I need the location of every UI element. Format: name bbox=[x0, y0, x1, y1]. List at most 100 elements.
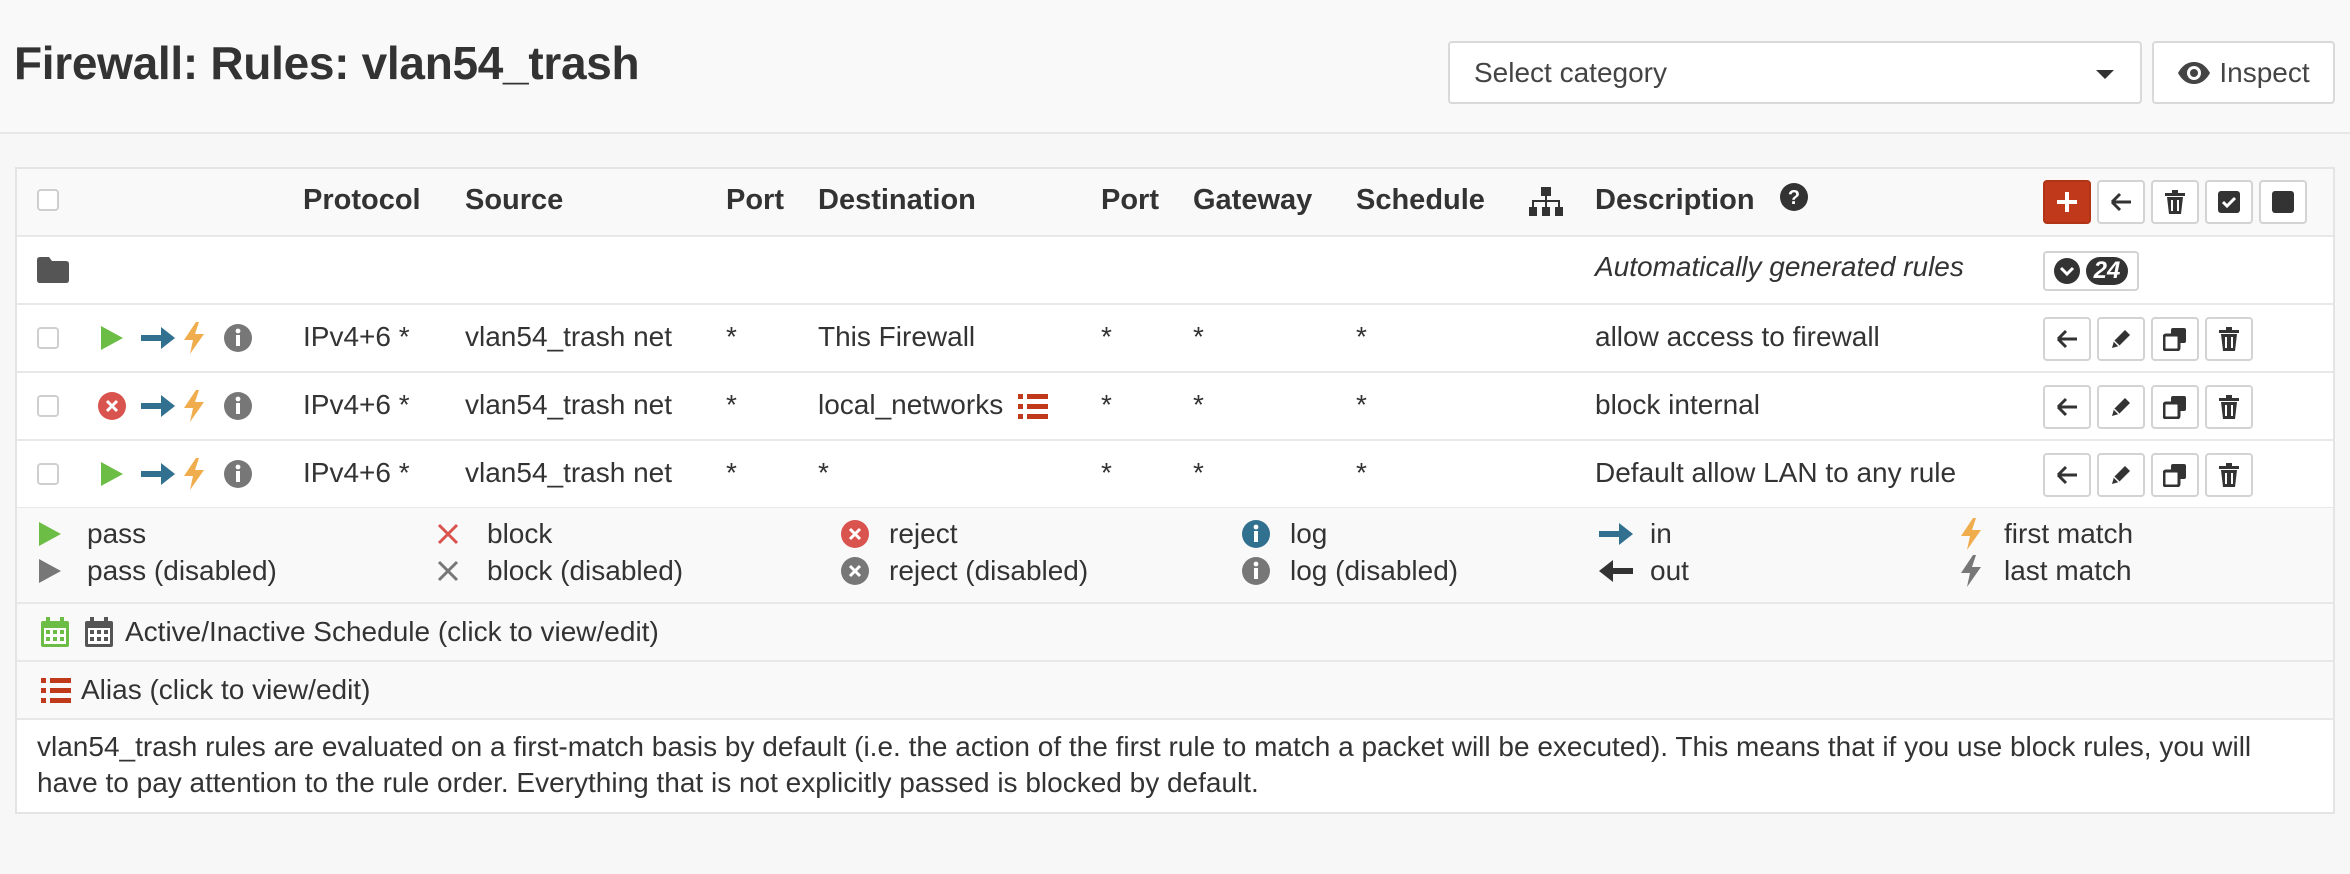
clone-rule-button[interactable] bbox=[2151, 453, 2199, 497]
play-disabled-icon bbox=[39, 559, 61, 583]
schedule-legend-text: Active/Inactive Schedule (click to view/… bbox=[125, 616, 659, 647]
legend-row: pass pass (disabled) block block (disabl… bbox=[17, 508, 2333, 604]
table-row: IPv4+6 *vlan54_trash net*local_networks*… bbox=[17, 373, 2333, 441]
edit-rule-button[interactable] bbox=[2097, 385, 2145, 429]
check-square-icon bbox=[2218, 191, 2240, 213]
rule-source-port: * bbox=[726, 457, 737, 488]
rule-description: block internal bbox=[1595, 389, 1760, 420]
times-icon bbox=[437, 523, 459, 545]
move-rule-button[interactable] bbox=[2043, 385, 2091, 429]
clone-icon bbox=[2163, 396, 2186, 419]
schedule-legend-row: Active/Inactive Schedule (click to view/… bbox=[17, 604, 2333, 662]
list-icon bbox=[41, 678, 71, 703]
log-disabled-icon bbox=[224, 324, 252, 352]
page-title: Firewall: Rules: vlan54_trash bbox=[14, 37, 640, 89]
col-schedule: Schedule bbox=[1356, 184, 1485, 216]
square-icon bbox=[2272, 191, 2294, 213]
folder-icon bbox=[37, 257, 69, 283]
calendar-inactive-icon bbox=[85, 617, 113, 647]
trash-icon bbox=[2219, 395, 2239, 419]
log-disabled-icon bbox=[224, 392, 252, 420]
edit-rule-button[interactable] bbox=[2097, 317, 2145, 361]
rule-select-checkbox[interactable] bbox=[37, 327, 59, 349]
rule-schedule: * bbox=[1356, 457, 1367, 488]
clone-icon bbox=[2163, 464, 2186, 487]
rule-destination: This Firewall bbox=[818, 321, 976, 352]
arrow-left-icon bbox=[2110, 192, 2131, 212]
col-port: Port bbox=[726, 184, 784, 216]
alias-legend-text: Alias (click to view/edit) bbox=[81, 674, 371, 705]
legend-pass: pass bbox=[87, 518, 147, 549]
trash-icon bbox=[2219, 463, 2239, 487]
table-row: IPv4+6 *vlan54_trash net*****Default all… bbox=[17, 441, 2333, 509]
pencil-icon bbox=[2112, 330, 2130, 348]
add-rule-button[interactable] bbox=[2043, 180, 2091, 224]
legend-out: out bbox=[1650, 555, 1689, 586]
rules-panel: Protocol Source Port Destination Port Ga… bbox=[15, 167, 2335, 814]
auto-rules-count: 24 bbox=[2085, 257, 2129, 285]
clone-rule-button[interactable] bbox=[2151, 317, 2199, 361]
chevron-down-icon bbox=[2053, 258, 2080, 284]
arrow-left-out-icon bbox=[1599, 560, 1633, 582]
trash-icon bbox=[2219, 327, 2239, 351]
rule-schedule: * bbox=[1356, 389, 1367, 420]
category-select[interactable]: Select category bbox=[1448, 41, 2142, 104]
expand-auto-rules-button[interactable]: 24 bbox=[2043, 251, 2139, 291]
delete-selected-button[interactable] bbox=[2151, 180, 2199, 224]
delete-rule-button[interactable] bbox=[2205, 317, 2253, 361]
log-disabled-icon bbox=[224, 460, 252, 488]
move-selected-button[interactable] bbox=[2097, 180, 2145, 224]
move-rule-button[interactable] bbox=[2043, 317, 2091, 361]
legend-reject-disabled: reject (disabled) bbox=[889, 555, 1089, 586]
rule-select-checkbox[interactable] bbox=[37, 463, 59, 485]
rule-description: allow access to firewall bbox=[1595, 321, 1880, 352]
delete-rule-button[interactable] bbox=[2205, 385, 2253, 429]
svg-text:?: ? bbox=[1788, 187, 1800, 209]
legend-first-match: first match bbox=[2004, 518, 2134, 549]
rule-select-checkbox[interactable] bbox=[37, 395, 59, 417]
arrow-left-icon bbox=[2056, 329, 2077, 349]
bolt-disabled-icon bbox=[1961, 555, 1981, 587]
first-match-bolt-icon bbox=[184, 458, 204, 490]
direction-in-icon bbox=[141, 327, 175, 349]
legend-log-disabled: log (disabled) bbox=[1290, 555, 1459, 586]
calendar-icon bbox=[41, 617, 69, 647]
edit-rule-button[interactable] bbox=[2097, 453, 2145, 497]
sitemap-icon bbox=[1529, 187, 1563, 216]
legend-log: log bbox=[1290, 518, 1328, 549]
play-icon bbox=[39, 522, 61, 546]
rule-source: vlan54_trash net bbox=[465, 457, 673, 488]
arrow-left-icon bbox=[2056, 397, 2077, 417]
clone-rule-button[interactable] bbox=[2151, 385, 2199, 429]
auto-rules-group-row[interactable]: Automatically generated rules 24 bbox=[17, 237, 2333, 305]
clone-icon bbox=[2163, 328, 2186, 351]
col-description: Description bbox=[1595, 184, 1755, 216]
info-disabled-icon bbox=[1242, 557, 1270, 585]
delete-rule-button[interactable] bbox=[2205, 453, 2253, 497]
enable-selected-button[interactable] bbox=[2205, 180, 2253, 224]
question-icon[interactable]: ? bbox=[1779, 182, 1809, 212]
rule-gateway: * bbox=[1193, 389, 1204, 420]
info-icon bbox=[1242, 520, 1270, 548]
rule-description: Default allow LAN to any rule bbox=[1595, 457, 1957, 488]
inspect-button[interactable]: Inspect bbox=[2152, 41, 2335, 104]
rule-destination-port: * bbox=[1101, 457, 1112, 488]
pencil-icon bbox=[2112, 466, 2130, 484]
page-header: Firewall: Rules: vlan54_trash Select cat… bbox=[0, 0, 2350, 134]
col-destination: Destination bbox=[818, 184, 976, 216]
pass-icon bbox=[101, 462, 123, 486]
alias-legend-row: Alias (click to view/edit) bbox=[17, 662, 2333, 720]
legend-pass-disabled: pass (disabled) bbox=[87, 555, 277, 586]
legend-last-match: last match bbox=[2004, 555, 2132, 586]
bolt-icon bbox=[1961, 518, 1981, 550]
rule-source: vlan54_trash net bbox=[465, 389, 673, 420]
disable-selected-button[interactable] bbox=[2259, 180, 2307, 224]
col-gateway: Gateway bbox=[1193, 184, 1313, 216]
first-match-bolt-icon bbox=[184, 390, 204, 422]
col-dest-port: Port bbox=[1101, 184, 1159, 216]
eye-icon bbox=[2178, 61, 2211, 84]
move-rule-button[interactable] bbox=[2043, 453, 2091, 497]
alias-list-icon[interactable] bbox=[1018, 394, 1048, 420]
select-all-checkbox[interactable] bbox=[37, 189, 59, 211]
trash-icon bbox=[2165, 190, 2185, 214]
